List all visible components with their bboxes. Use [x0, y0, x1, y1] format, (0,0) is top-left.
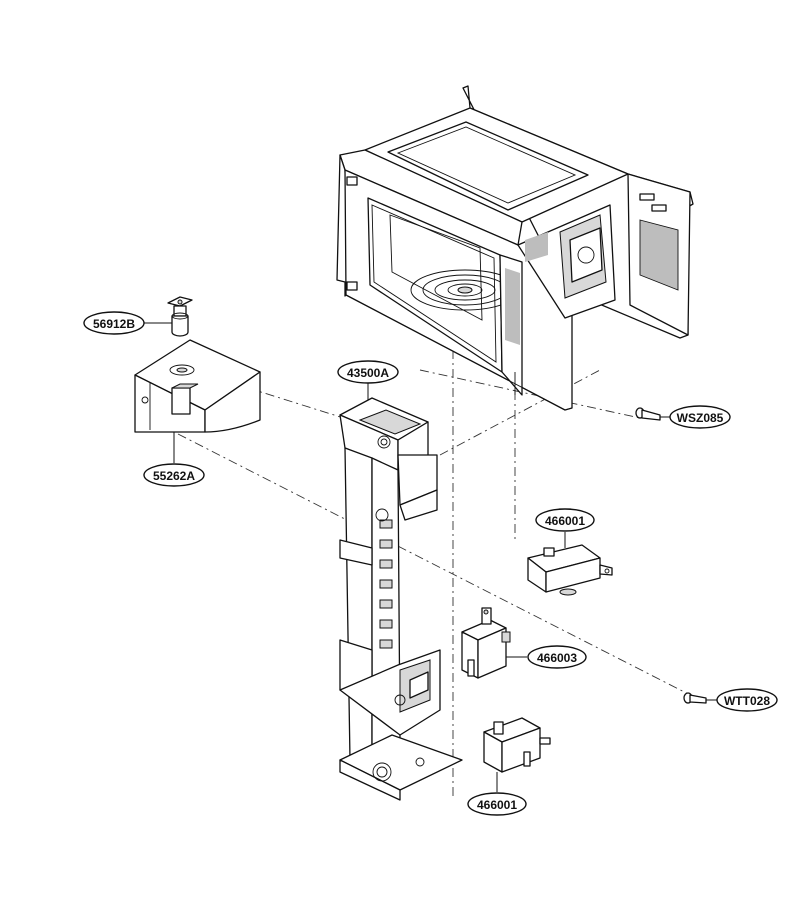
callout-label: WSZ085 — [677, 411, 724, 425]
part-55262a-cover — [134, 339, 261, 433]
callout-label: 466001 — [545, 514, 585, 528]
part-466001-switch-upper — [527, 544, 613, 596]
part-466003-switch — [461, 607, 511, 679]
part-43500a-latch-board — [339, 397, 463, 801]
part-466001-switch-lower — [483, 717, 551, 773]
callout-label: 55262A — [153, 469, 195, 483]
callout-label: 43500A — [347, 366, 389, 380]
part-wsz085-screw — [635, 407, 661, 421]
callout-466001-upper: 466001 — [535, 508, 595, 532]
callout-wsz085: WSZ085 — [669, 405, 731, 429]
callout-43500a: 43500A — [337, 360, 399, 384]
callout-56912b: 56912B — [83, 311, 145, 335]
callout-55262a: 55262A — [143, 463, 205, 487]
callout-label: WTT028 — [724, 694, 770, 708]
callout-wtt028: WTT028 — [716, 688, 778, 712]
part-wtt028-screw — [683, 692, 707, 704]
microwave-cavity-assembly — [336, 85, 694, 411]
alignment-lines — [174, 350, 701, 800]
callout-label: 466003 — [537, 651, 577, 665]
part-56912b-holder — [167, 296, 193, 337]
callout-label: 56912B — [93, 317, 135, 331]
callout-label: 466001 — [477, 798, 517, 812]
callout-466003: 466003 — [527, 645, 587, 669]
callout-466001-lower: 466001 — [467, 792, 527, 816]
